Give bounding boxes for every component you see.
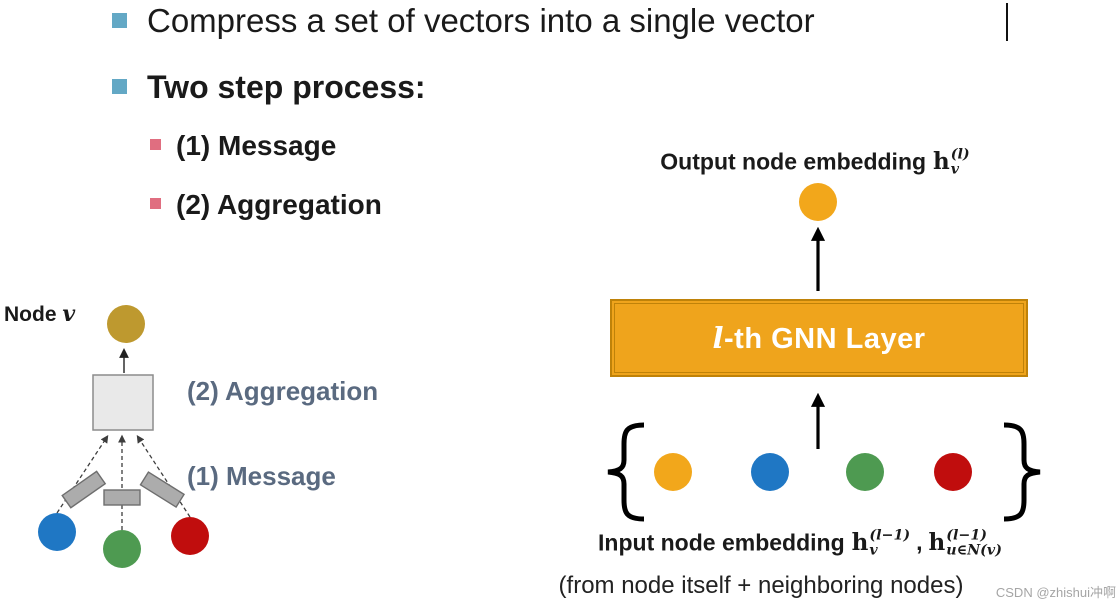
sub-bullet-row-1: (1) Message — [150, 127, 336, 164]
sub-bullet-square-icon — [150, 198, 161, 209]
bullet-text: Compress a set of vectors into a single … — [147, 2, 815, 39]
sub-bullet-text: (1) Message — [176, 130, 337, 161]
comma: , — [916, 529, 923, 556]
node-v-circle — [107, 305, 145, 343]
node-v-label: Node v — [4, 301, 75, 327]
math-l: l — [712, 320, 725, 355]
bullet-row-2: Two step process: — [112, 66, 426, 108]
from-node-note: (from node itself + neighboring nodes) — [558, 572, 964, 599]
math-sup: (l) — [950, 146, 970, 163]
math-sup: (l−1) — [869, 527, 911, 544]
gnn-layer-box: l-th GNN Layer — [610, 299, 1028, 377]
message-line-red — [136, 435, 191, 518]
left-brace — [607, 422, 645, 522]
output-label-text: Output node embedding — [660, 148, 927, 175]
input-circle-red — [934, 453, 972, 491]
message-transform-rect-left — [61, 470, 107, 509]
right-brace — [1003, 422, 1041, 522]
neighbor-circle-red — [171, 517, 209, 555]
output-math: h(l)v — [933, 147, 970, 177]
input-circle-green — [846, 453, 884, 491]
input-math-1: h(l−1)v — [852, 528, 911, 558]
input-label-text: Input node embedding — [598, 529, 845, 556]
input-circle-orange — [654, 453, 692, 491]
math-h: h — [933, 148, 950, 176]
math-sub: v — [950, 161, 960, 178]
output-embedding-circle — [799, 183, 837, 221]
math-sub: u∈N(v) — [946, 542, 1002, 559]
math-h: h — [851, 529, 869, 557]
sub-bullet-text: (2) Aggregation — [176, 189, 382, 220]
bullet-row-1: Compress a set of vectors into a single … — [112, 0, 815, 42]
node-label-text: Node — [4, 303, 57, 326]
message-step-label: (1) Message — [187, 461, 336, 491]
csdn-watermark: CSDN @zhishui冲啊 — [995, 585, 1116, 600]
bullet-square-icon — [112, 13, 127, 28]
sub-bullet-square-icon — [150, 139, 161, 150]
message-transform-rect-right — [139, 471, 186, 509]
gnn-layer-label: l-th GNN Layer — [712, 321, 925, 356]
gnn-label-rest: -th GNN Layer — [724, 322, 926, 355]
sub-bullet-row-2: (2) Aggregation — [150, 186, 382, 223]
math-sup: (l−1) — [946, 527, 988, 544]
math-h: h — [928, 529, 946, 557]
math-sub: v — [869, 542, 878, 559]
aggregation-box — [92, 374, 154, 431]
neighbor-circle-green — [103, 530, 141, 568]
bullet-text: Two step process: — [147, 69, 426, 105]
bullet-square-icon — [112, 79, 127, 94]
neighbor-circle-blue — [38, 513, 76, 551]
node-var: v — [62, 301, 76, 327]
input-circle-blue — [751, 453, 789, 491]
input-math-2: h(l−1)u∈N(v) — [929, 528, 1002, 558]
aggregation-step-label: (2) Aggregation — [187, 376, 379, 406]
message-transform-rect-middle — [103, 489, 141, 506]
